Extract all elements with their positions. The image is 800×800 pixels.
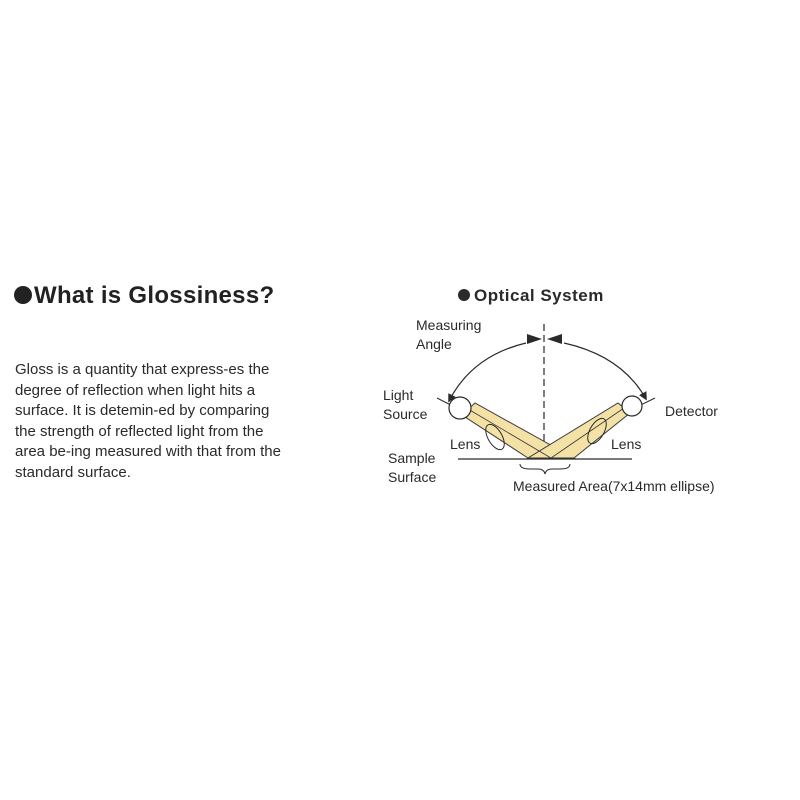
measured-area-label: Measured Area(7x14mm ellipse) (513, 478, 715, 494)
description-line: standard surface. (15, 463, 131, 481)
description-line: Gloss is a quantity that express-es the (15, 361, 270, 378)
measuring-angle-label-1: Measuring (416, 317, 481, 333)
lens-right-label: Lens (611, 436, 641, 452)
angle-marker-right-icon (547, 334, 562, 344)
description-line: area be-ing measured with that from the (15, 443, 281, 460)
description-line: degree of reflection when light hits a (15, 381, 256, 399)
measured-area-brace-icon (519, 463, 571, 475)
lens-left-label: Lens (450, 436, 480, 452)
measuring-angle-label-2: Angle (416, 336, 452, 352)
description-line: the strength of reflected light from the (15, 422, 264, 440)
detector-icon (621, 395, 643, 417)
glossiness-description: Gloss is a quantity that express-es the … (15, 360, 360, 483)
measuring-angle-arc-right (563, 342, 647, 401)
lens-right-icon (587, 417, 607, 445)
description-line: surface. It is detemin-ed by comparing (15, 402, 270, 419)
angle-marker-left-icon (527, 334, 542, 344)
light-source-icon (448, 396, 472, 420)
incident-beam-centerline (467, 408, 552, 459)
bullet-dot-icon (14, 286, 32, 304)
optical-system-title: Optical System (474, 286, 604, 305)
bullet-dot-icon (458, 289, 470, 301)
sample-surface-label-1: Sample (388, 450, 436, 466)
glossiness-heading-text: What is Glossiness? (34, 282, 275, 309)
light-source-label-2: Source (383, 406, 428, 422)
reflected-beam-centerline (550, 407, 625, 459)
light-source-label-1: Light (383, 387, 413, 403)
lens-left-icon (485, 423, 505, 451)
glossiness-heading: What is Glossiness? (14, 282, 274, 310)
detector-label: Detector (665, 403, 718, 419)
measuring-angle-arc-left (448, 342, 527, 403)
sample-surface-label-2: Surface (388, 469, 436, 485)
